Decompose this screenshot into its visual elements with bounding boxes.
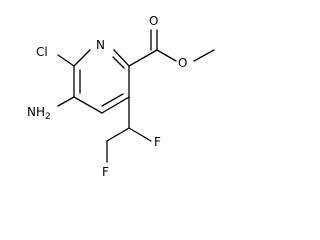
atom-fluorine-1: F <box>154 135 161 149</box>
chemical-structure: N Cl NH2 O O F F <box>27 14 215 179</box>
bond-carbonyl-ester-o <box>156 49 177 62</box>
atom-ring-nitrogen: N <box>96 38 105 52</box>
bond-n-c2-inner <box>112 56 125 69</box>
bond-n-c2 <box>113 49 130 67</box>
bond-c5-nh2 <box>57 96 75 107</box>
atom-chlorine: Cl <box>36 45 48 59</box>
bond-chf2-f2 <box>106 127 130 142</box>
bond-c3-c4 <box>101 96 130 114</box>
bond-c2-carbonyl <box>128 49 158 67</box>
bond-c4-c5 <box>73 96 103 114</box>
pyridine-ring <box>73 49 130 114</box>
atom-amino-subscript: 2 <box>45 112 51 122</box>
bond-c3-c4-inner <box>101 93 124 107</box>
atom-fluorine-2: F <box>102 165 109 179</box>
bond-chf2-f1 <box>128 127 152 142</box>
atom-carbonyl-oxygen: O <box>149 14 158 28</box>
atom-ester-oxygen: O <box>178 56 187 70</box>
bond-c6-cl <box>57 54 75 67</box>
atom-amino-label: NH <box>27 105 45 119</box>
bond-c6-n <box>73 49 91 67</box>
atom-amino: NH2 <box>27 105 51 122</box>
substituent-bonds <box>57 29 215 163</box>
bond-ester-o-methyl <box>193 49 215 62</box>
